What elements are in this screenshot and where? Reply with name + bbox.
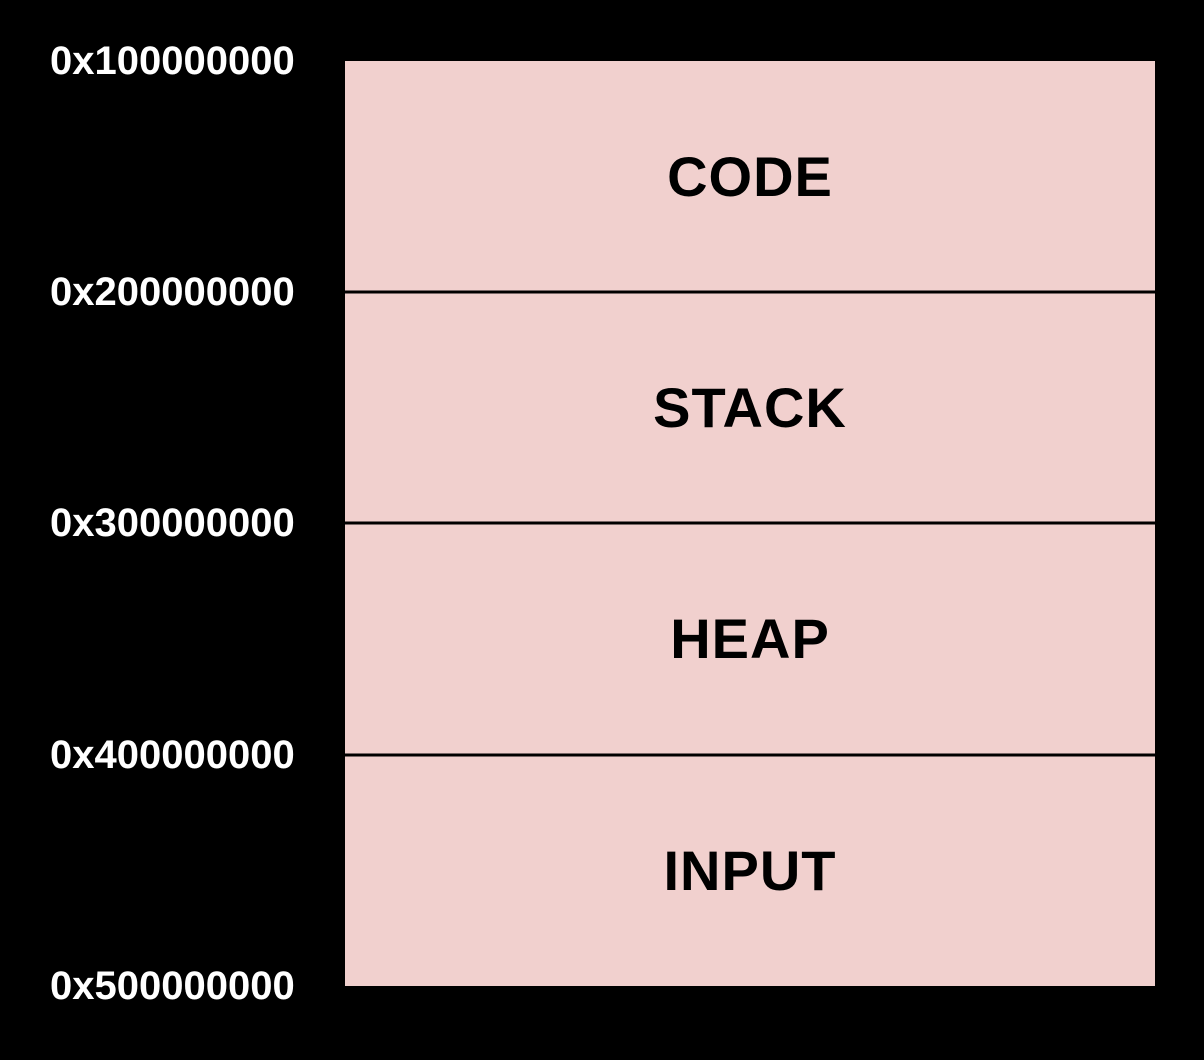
segment-heap: HEAP [345, 523, 1155, 755]
address-label-0: 0x100000000 [50, 39, 295, 83]
divider-3 [345, 753, 1155, 757]
segment-stack: STACK [345, 292, 1155, 523]
segment-code-label: CODE [667, 144, 833, 208]
address-label-4: 0x500000000 [50, 964, 295, 1008]
segment-stack-label: STACK [653, 375, 847, 439]
segment-heap-label: HEAP [670, 607, 830, 670]
divider-1 [345, 290, 1155, 294]
segment-input: INPUT [345, 755, 1155, 986]
address-label-3: 0x400000000 [50, 733, 295, 777]
segment-code: CODE [345, 61, 1155, 292]
address-label-1: 0x200000000 [50, 270, 295, 314]
segment-input-label: INPUT [663, 838, 837, 902]
divider-2 [345, 521, 1155, 525]
address-label-2: 0x300000000 [50, 501, 295, 545]
memory-block: CODE STACK HEAP INPUT [345, 61, 1155, 986]
